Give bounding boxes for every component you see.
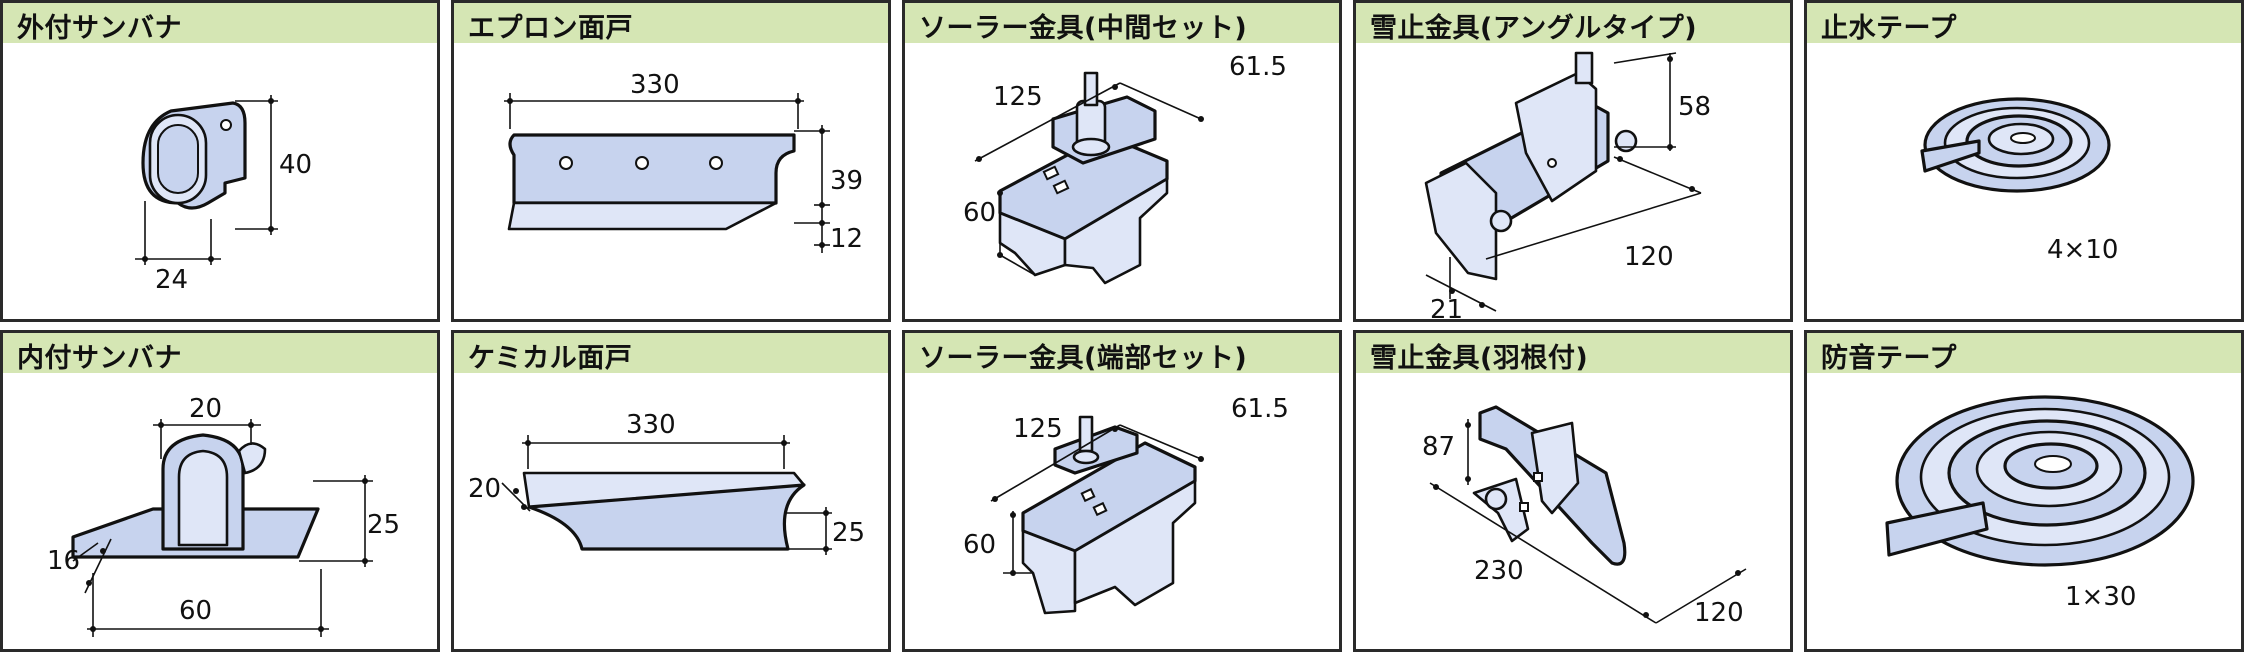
panel-title: 防音テープ <box>1821 343 1957 374</box>
dim-lines <box>1425 52 1702 312</box>
solar-bracket-part <box>998 71 1169 285</box>
dim-lines <box>135 95 278 265</box>
dim-length: 125 <box>993 82 1043 112</box>
dim-length: 120 <box>1624 242 1674 272</box>
dim-width: 61.5 <box>1229 52 1287 82</box>
panel-solar-middle: ソーラー金具(中間セット) <box>902 0 1342 322</box>
snowstop-wing-diagram: 87 230 120 <box>1422 405 1747 628</box>
dim-lines <box>990 424 1204 576</box>
dim-flange: 16 <box>47 546 80 576</box>
snowstop-angle-diagram: 58 120 21 <box>1424 51 1711 319</box>
panel-snowstop-wing: 雪止金具(羽根付) 87 230 120 <box>1353 330 1793 652</box>
dim-width: 21 <box>1430 295 1463 319</box>
dim-height: 60 <box>963 198 996 228</box>
panel-header: 内付サンバナ <box>3 333 437 374</box>
panel-title: 内付サンバナ <box>17 343 182 374</box>
panel-header: 雪止金具(羽根付) <box>1356 333 1790 374</box>
panel-title: 雪止金具(アングルタイプ) <box>1370 13 1698 44</box>
chemical-part <box>522 471 806 551</box>
apron-part <box>507 133 796 231</box>
panel-header: ソーラー金具(中間セット) <box>905 3 1339 44</box>
soundproof-tape-diagram: 1×30 <box>1885 395 2195 612</box>
dim-lines <box>501 435 832 555</box>
dim-height: 25 <box>832 518 865 548</box>
dim-height: 40 <box>279 150 312 180</box>
panel-header: 外付サンバナ <box>3 3 437 44</box>
chemical-mendo-diagram: 330 20 25 <box>468 410 865 555</box>
dim-length: 125 <box>1013 414 1063 444</box>
panel-title: ソーラー金具(端部セット) <box>919 343 1248 374</box>
inner-sunbana-diagram: 20 16 25 60 <box>47 394 400 637</box>
panel-header: 防音テープ <box>1807 333 2241 374</box>
panel-header: 止水テープ <box>1807 3 2241 44</box>
panel-solar-end: ソーラー金具(端部セット) 125 <box>902 330 1342 652</box>
solar-middle-diagram: 125 61.5 60 <box>963 52 1287 285</box>
dim-lines <box>72 419 373 637</box>
tape-roll <box>1920 97 2111 193</box>
dim-base-width: 60 <box>179 596 212 626</box>
dim-length: 330 <box>626 410 676 440</box>
solar-end-bracket-part <box>1021 415 1197 615</box>
tape-roll <box>1885 395 2195 567</box>
outer-sunbana-part <box>141 101 247 210</box>
panel-soundproof-tape: 防音テープ 1×30 <box>1804 330 2244 652</box>
dim-height: 39 <box>830 166 863 196</box>
panel-title: 止水テープ <box>1821 13 1957 44</box>
dim-height: 25 <box>367 510 400 540</box>
dim-lines <box>974 82 1204 276</box>
dim-top-width: 20 <box>189 394 222 424</box>
panel-apron-mendo: エプロン面戸 330 <box>451 0 891 322</box>
panel-chemical-mendo: ケミカル面戸 330 20 25 <box>451 330 891 652</box>
panel-inner-sunbana: 内付サンバナ <box>0 330 440 652</box>
waterstop-tape-diagram: 4×10 <box>1920 97 2118 265</box>
panel-header: エプロン面戸 <box>454 3 888 44</box>
tape-size: 1×30 <box>2065 582 2136 612</box>
dim-width: 61.5 <box>1231 394 1289 424</box>
dim-flange: 12 <box>830 224 863 254</box>
snowstop-angle-part <box>1424 51 1638 281</box>
solar-end-diagram: 125 61.5 60 <box>963 394 1289 615</box>
dim-width: 24 <box>155 265 188 295</box>
dim-height: 87 <box>1422 432 1455 462</box>
panel-title: 外付サンバナ <box>17 13 182 44</box>
tape-size: 4×10 <box>2047 235 2118 265</box>
dim-width: 120 <box>1694 598 1744 628</box>
panel-title: ケミカル面戸 <box>468 343 633 374</box>
panel-header: ケミカル面戸 <box>454 333 888 374</box>
panel-header: 雪止金具(アングルタイプ) <box>1356 3 1790 44</box>
panel-snowstop-angle: 雪止金具(アングルタイプ) <box>1353 0 1793 322</box>
outer-sunbana-diagram: 40 24 <box>135 95 312 295</box>
panel-header: ソーラー金具(端部セット) <box>905 333 1339 374</box>
panel-outer-sunbana: 外付サンバナ 40 24 <box>0 0 440 322</box>
dim-length: 330 <box>630 70 680 100</box>
panel-title: ソーラー金具(中間セット) <box>919 13 1248 44</box>
dim-lines <box>1429 419 1747 624</box>
dim-height: 58 <box>1678 92 1711 122</box>
dim-height: 60 <box>963 530 996 560</box>
panel-waterstop-tape: 止水テープ 4×10 <box>1804 0 2244 322</box>
dim-thickness: 20 <box>468 474 501 504</box>
apron-mendo-diagram: 330 39 12 <box>504 70 863 254</box>
dim-lines <box>504 93 830 253</box>
snowstop-wing-part <box>1472 405 1627 566</box>
dim-length: 230 <box>1474 556 1524 586</box>
panel-title: エプロン面戸 <box>468 13 633 44</box>
inner-sunbana-part <box>71 433 320 559</box>
panel-title: 雪止金具(羽根付) <box>1370 343 1589 374</box>
